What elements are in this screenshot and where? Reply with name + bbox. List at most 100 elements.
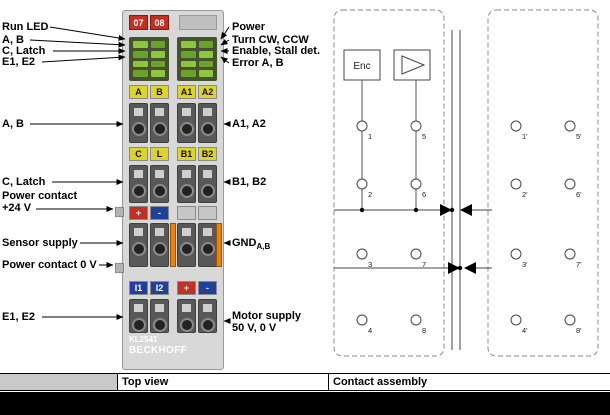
callout-sensor-supply: Sensor supply bbox=[2, 237, 78, 249]
contact-number: 1' bbox=[522, 132, 528, 141]
contact-circle bbox=[356, 120, 368, 132]
terminal-contact bbox=[198, 299, 217, 333]
contact-row-2 bbox=[129, 165, 219, 203]
contact-number: 2 bbox=[368, 190, 372, 199]
contact-number: 4 bbox=[368, 326, 372, 335]
callout-e1-e2-terminal: E1, E2 bbox=[2, 311, 36, 323]
power-contact-blade-24v bbox=[115, 207, 124, 217]
contact-circle bbox=[510, 120, 522, 132]
contact-circle bbox=[356, 248, 368, 260]
callout-error-ab: Error A, B bbox=[232, 57, 284, 69]
wire-hole bbox=[131, 184, 146, 198]
terminal-contact bbox=[129, 299, 148, 333]
contact-number: 7 bbox=[422, 260, 426, 269]
contact-number: 6' bbox=[576, 190, 582, 199]
contact-circle bbox=[510, 314, 522, 326]
led-indicator bbox=[198, 60, 213, 68]
terminal-contact bbox=[177, 223, 196, 267]
spring-release bbox=[155, 170, 164, 178]
terminal-label-row-1: A B A1 A2 bbox=[129, 85, 219, 99]
power-contact-blade-icon bbox=[448, 262, 460, 274]
terminal-contact bbox=[177, 103, 196, 143]
led-indicator bbox=[181, 50, 196, 58]
led-panel-right bbox=[177, 37, 217, 81]
led-indicator bbox=[133, 70, 148, 77]
gnd-subscript: A,B bbox=[256, 242, 271, 252]
terminal-label-blank bbox=[177, 206, 196, 220]
contact-circle bbox=[410, 178, 422, 190]
module-id-label-07: 07 bbox=[129, 15, 148, 30]
wire-hole bbox=[152, 242, 167, 256]
terminal-contact bbox=[150, 299, 169, 333]
callout-ab-led: A, B bbox=[2, 34, 24, 46]
schematic-outline-left bbox=[333, 9, 445, 357]
spring-release bbox=[203, 304, 212, 312]
wire-hole bbox=[179, 122, 194, 136]
terminal-contact bbox=[198, 165, 217, 203]
terminal-contact bbox=[198, 103, 217, 143]
spring-release bbox=[203, 170, 212, 178]
contact-number: 1 bbox=[368, 132, 372, 141]
callout-run-led: Run LED bbox=[2, 21, 49, 33]
terminal-label-a: A bbox=[129, 85, 148, 99]
module-model-label: KL2541 bbox=[129, 335, 158, 344]
wire-hole bbox=[200, 242, 215, 256]
callout-arrow bbox=[41, 54, 126, 63]
spring-release bbox=[134, 304, 143, 312]
junction-dot bbox=[457, 265, 463, 271]
contact-row-4 bbox=[129, 299, 219, 333]
caption-top-view: Top view bbox=[117, 374, 328, 390]
contact-circle bbox=[510, 248, 522, 260]
callout-power-contact-0v: Power contact 0 V bbox=[2, 259, 97, 271]
terminal-label-motor-minus: - bbox=[198, 281, 217, 295]
spring-release bbox=[203, 108, 212, 116]
wire-hole bbox=[131, 242, 146, 256]
terminal-label-i2: I2 bbox=[150, 281, 169, 295]
led-indicator bbox=[181, 60, 196, 68]
led-indicator bbox=[198, 70, 213, 77]
led-indicator bbox=[198, 41, 213, 48]
callout-c-latch-led: C, Latch bbox=[2, 45, 46, 57]
wire-hole bbox=[152, 184, 167, 198]
caption-contact-assembly: Contact assembly bbox=[328, 374, 610, 390]
wire-hole bbox=[152, 318, 167, 332]
junction-dot bbox=[359, 207, 365, 213]
callout-motor-supply: Motor supply 50 V, 0 V bbox=[232, 310, 302, 334]
spring-release bbox=[182, 108, 191, 116]
callout-power-contact-24v: Power contact +24 V bbox=[2, 190, 78, 214]
terminal-contact bbox=[177, 165, 196, 203]
contact-number: 5' bbox=[576, 132, 582, 141]
contact-number: 7' bbox=[576, 260, 582, 269]
contact-circle bbox=[410, 120, 422, 132]
wire-hole bbox=[152, 122, 167, 136]
led-indicator bbox=[150, 41, 165, 48]
terminal-contact bbox=[129, 103, 148, 143]
spring-release bbox=[134, 170, 143, 178]
terminal-label-b: B bbox=[150, 85, 169, 99]
terminal-label-c: C bbox=[129, 147, 148, 161]
wire-hole bbox=[200, 184, 215, 198]
contact-circle bbox=[410, 248, 422, 260]
terminal-label-b1: B1 bbox=[177, 147, 196, 161]
wire-hole bbox=[131, 122, 146, 136]
beckhoff-logo: BECKHOFF bbox=[129, 345, 187, 356]
footer-bar bbox=[0, 392, 610, 415]
contact-circle bbox=[564, 248, 576, 260]
callout-ab-terminal: A, B bbox=[2, 118, 24, 130]
spring-release bbox=[134, 228, 143, 236]
wire-hole bbox=[131, 318, 146, 332]
spring-release bbox=[134, 108, 143, 116]
contact-number: 6 bbox=[422, 190, 426, 199]
callout-a1-a2: A1, A2 bbox=[232, 118, 266, 130]
power-contact-blade-icon bbox=[464, 262, 476, 274]
wire-hole bbox=[179, 318, 194, 332]
caption-spacer bbox=[0, 374, 117, 390]
terminal-label-a2: A2 bbox=[198, 85, 217, 99]
contact-number: 3 bbox=[368, 260, 372, 269]
wire-hole bbox=[200, 318, 215, 332]
led-indicator bbox=[150, 50, 165, 58]
led-indicator bbox=[181, 70, 196, 77]
schematic-outline-right bbox=[487, 9, 599, 357]
terminal-contact bbox=[129, 223, 148, 267]
contact-circle bbox=[510, 178, 522, 190]
